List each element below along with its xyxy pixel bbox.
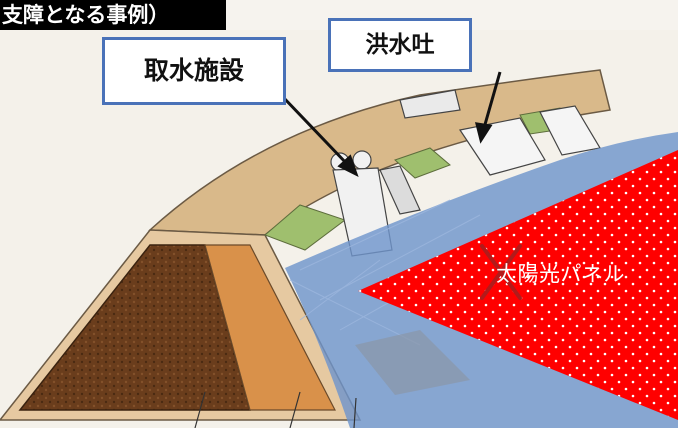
- spillway-arrow: [474, 71, 502, 144]
- page-title: 支障となる事例）: [0, 0, 226, 30]
- solar-panel-label: 太陽光パネル: [496, 262, 625, 286]
- cross-icon: [480, 244, 522, 300]
- intake-arrow: [280, 94, 359, 178]
- filter-layer: [204, 244, 336, 411]
- intake-facility-callout: 取水施設: [102, 37, 286, 105]
- spillway-callout: 洪水吐: [328, 18, 472, 72]
